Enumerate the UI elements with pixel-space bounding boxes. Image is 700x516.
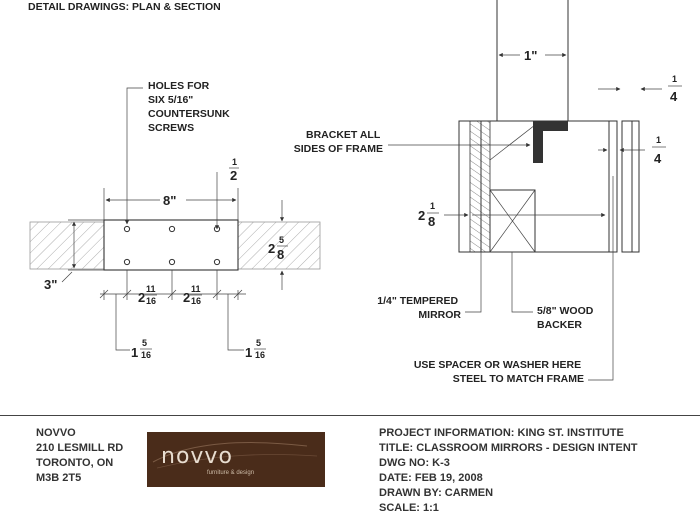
dim-spacing-b-num: 11: [191, 284, 201, 294]
drawing-title: DETAIL DRAWINGS: PLAN & SECTION: [28, 1, 221, 13]
company-logo: novvo furniture & design: [147, 432, 325, 487]
dim-right-b-whole: 1: [656, 135, 661, 145]
dim-right-a-den: 4: [670, 89, 678, 104]
screw-hole: [123, 225, 131, 233]
dim-top-offset-den: 2: [230, 168, 237, 183]
project-info: PROJECT INFORMATION: KING ST. INSTITUTE …: [379, 426, 638, 516]
dim-top-offset-num: 1: [232, 157, 237, 167]
dim-spacing-a-den: 16: [146, 296, 156, 306]
detail-drawing: DETAIL DRAWINGS: PLAN & SECTION HOLES FO…: [28, 0, 682, 385]
holes-note-leader: [124, 87, 143, 225]
dim-depth-whole: 2: [418, 208, 425, 223]
dim-width: 8": [163, 193, 176, 208]
dim-right-b-den: 4: [654, 151, 662, 166]
logo-word: novvo: [161, 444, 233, 469]
mirror-note: 1/4" TEMPERED MIRROR: [377, 295, 461, 321]
project-title: TITLE: CLASSROOM MIRRORS - DESIGN INTENT: [379, 442, 638, 454]
dim-edge-right-den: 16: [255, 350, 265, 360]
title-block: NOVVO 210 LESMILL RD TORONTO, ON M3B 2T5…: [0, 415, 700, 514]
logo-tagline: furniture & design: [207, 470, 255, 476]
dim-edge-left-num: 5: [142, 338, 147, 348]
screw-hole: [123, 258, 131, 266]
dim-spacing-a-num: 11: [146, 284, 156, 294]
wood-backer-section: [489, 189, 536, 253]
plan-view: HOLES FOR SIX 5/16" COUNTERSUNK SCREWS 8…: [29, 80, 321, 360]
backer-note: 5/8" WOOD BACKER: [537, 305, 596, 331]
dim-section-top: 1": [524, 48, 537, 63]
company-city: TORONTO, ON: [36, 457, 114, 469]
frame-left-section: [29, 221, 105, 270]
holes-note: HOLES FOR SIX 5/16" COUNTERSUNK SCREWS: [148, 80, 233, 134]
dim-spacing-b-den: 16: [191, 296, 201, 306]
company-address: NOVVO 210 LESMILL RD TORONTO, ON M3B 2T5: [36, 426, 123, 486]
screw-holes: [123, 225, 221, 266]
dim-edge-left-den: 16: [141, 350, 151, 360]
dim-depth-den: 8: [428, 214, 435, 229]
project-scale: SCALE: 1:1: [379, 502, 439, 514]
bracket-note: BRACKET ALL SIDES OF FRAME: [294, 129, 383, 155]
dim-spacing-a-whole: 2: [138, 290, 145, 305]
dim-edge-right-num: 5: [256, 338, 261, 348]
dim-frame-whole: 2: [268, 241, 275, 256]
section-view: 1" 1 4 1 4 2 1 8: [294, 0, 682, 385]
project-dwg-no: DWG NO: K-3: [379, 457, 450, 469]
frame-right-section: [237, 221, 321, 270]
dim-frame-den: 8: [277, 247, 284, 262]
dim-edge-right-whole: 1: [245, 345, 252, 360]
logo-swoosh: [152, 442, 318, 469]
company-postal: M3B 2T5: [36, 472, 82, 484]
company-street: 210 LESMILL RD: [36, 442, 124, 454]
project-line: PROJECT INFORMATION: KING ST. INSTITUTE: [379, 427, 624, 439]
dim-right-a-whole: 1: [672, 74, 677, 84]
mirror-section: [469, 120, 491, 253]
dim-spacing-b-whole: 2: [183, 290, 190, 305]
dim-frame-num: 5: [279, 235, 284, 245]
dim-height: 3": [44, 277, 57, 292]
screw-hole: [168, 258, 176, 266]
dim-depth-num: 1: [430, 201, 435, 211]
dim-edge-left-whole: 1: [131, 345, 138, 360]
project-date: DATE: FEB 19, 2008: [379, 472, 483, 484]
company-name: NOVVO: [36, 427, 76, 439]
bracket-l: [533, 121, 568, 163]
spacer-note: USE SPACER OR WASHER HERE STEEL TO MATCH…: [414, 359, 584, 385]
project-drawn-by: DRAWN BY: CARMEN: [379, 487, 494, 499]
screw-hole: [168, 225, 176, 233]
screw-hole: [213, 258, 221, 266]
